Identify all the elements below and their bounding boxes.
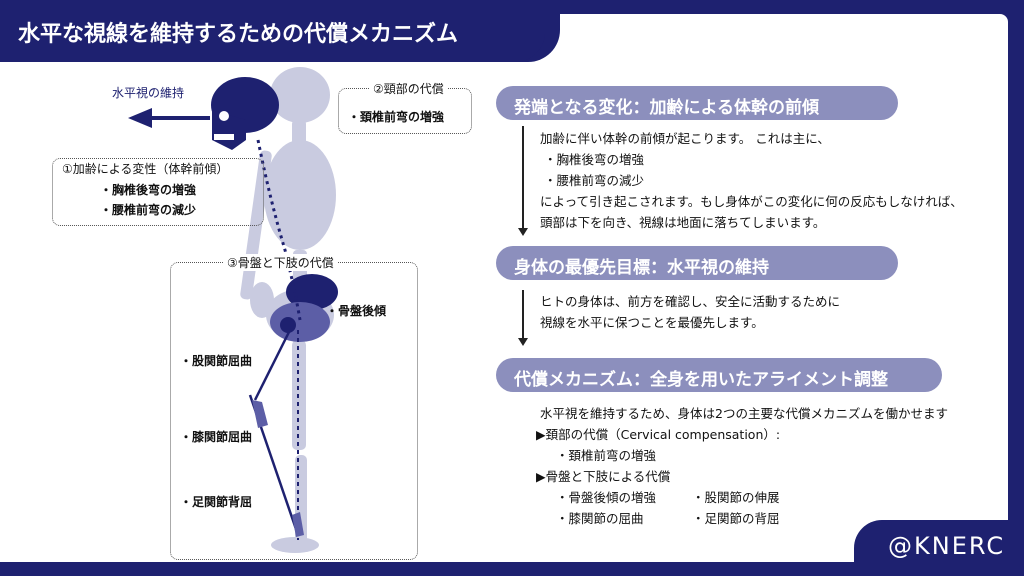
section-1-heading: 発端となる変化：加齢による体幹の前傾 — [496, 86, 898, 120]
section-1-line-3: ・腰椎前弯の減少 — [544, 173, 645, 188]
pelvic-item-1: ・骨盤後傾の増強 — [556, 490, 657, 505]
section-2-line-2: 視線を水平に保つことを最優先します。 — [540, 315, 764, 330]
section-2-body: ヒトの身体は、前方を確認し、安全に活動するために 視線を水平に保つことを最優先し… — [540, 291, 840, 333]
skull-highlight — [211, 77, 279, 150]
spine-line — [256, 139, 302, 321]
box-pelvis-heading: ③骨盤と下肢の代償 — [224, 254, 337, 271]
horizontal-gaze-label: 水平視の維持 — [112, 86, 185, 100]
box-aging — [52, 158, 264, 226]
section-1-body: 加齢に伴い体幹の前傾が起こります。 これは主に、 ・胸椎後弯の増強 ・腰椎前弯の… — [540, 128, 963, 233]
section-1-line-2: ・胸椎後弯の増強 — [544, 152, 645, 167]
section-3-pelvic-row-2: ・膝関節の屈曲 ・足関節の背屈 — [540, 508, 948, 529]
section-3-cervical-item: ・頚椎前弯の増強 — [556, 448, 657, 463]
ankle-label: ・足関節背屈 — [180, 495, 253, 509]
box-cervical-heading: ②頸部の代償 — [370, 80, 447, 97]
pelvic-item-2: ・股関節の伸展 — [692, 490, 780, 505]
section-3-pelvic-head: ▶骨盤と下肢による代償 — [536, 469, 671, 484]
knee-label: ・膝関節屈曲 — [180, 430, 253, 444]
section-3-cervical-head: ▶頚部の代償（Cervical compensation）: — [536, 427, 781, 442]
section-2-arrow — [519, 290, 527, 346]
footer-credit: @KNERC — [854, 520, 1024, 576]
box-aging-item-2: ・腰椎前弯の減少 — [100, 203, 197, 217]
section-1-line-5: 頭部は下を向き、視線は地面に落ちてしまいます。 — [540, 215, 826, 230]
section-2-line-1: ヒトの身体は、前方を確認し、安全に活動するために — [540, 294, 841, 309]
hip-axis — [253, 329, 292, 401]
section-1-line-4: によって引き起こされます。もし身体がこの変化に何の反応もしなければ、 — [540, 194, 963, 209]
section-2-heading: 身体の最優先目標：水平視の維持 — [496, 246, 898, 280]
section-3-heading: 代償メカニズム：全身を用いたアライメント調整 — [496, 358, 942, 392]
pelvis-highlight — [270, 274, 338, 342]
page-title: 水平な視線を維持するための代償メカニズム — [0, 0, 545, 62]
box-aging-heading: ①加齢による変性（体幹前傾） — [62, 162, 229, 176]
gaze-arrow-head — [128, 108, 152, 128]
ankle-highlight — [292, 512, 304, 537]
section-1-line-1: 加齢に伴い体幹の前傾が起こります。 これは主に、 — [540, 131, 830, 146]
section-3-body: 水平視を維持するため、身体は2つの主要な代償メカニズムを働かせます ▶頚部の代償… — [536, 403, 948, 529]
pelvic-item-3: ・膝関節の屈曲 — [556, 511, 644, 526]
section-3-pelvic-row-1: ・骨盤後傾の増強 ・股関節の伸展 — [540, 487, 948, 508]
pelvic-item-4: ・足関節の背屈 — [692, 511, 780, 526]
section-3-intro: 水平視を維持するため、身体は2つの主要な代償メカニズムを働かせます — [540, 406, 948, 421]
skeleton-diagram: 水平視の維持 ①加齢による変性（体幹前傾） ・胸椎後弯の増強 ・腰椎前弯の減少 … — [0, 0, 480, 576]
knee-highlight — [252, 400, 268, 428]
section-1-arrow — [519, 126, 527, 236]
pelvis-label: ・骨盤後傾 — [326, 304, 387, 318]
box-cervical-item: ・頚椎前弯の増強 — [348, 110, 445, 124]
box-aging-item-1: ・胸椎後弯の増強 — [100, 183, 197, 197]
hip-label: ・股関節屈曲 — [180, 354, 253, 368]
